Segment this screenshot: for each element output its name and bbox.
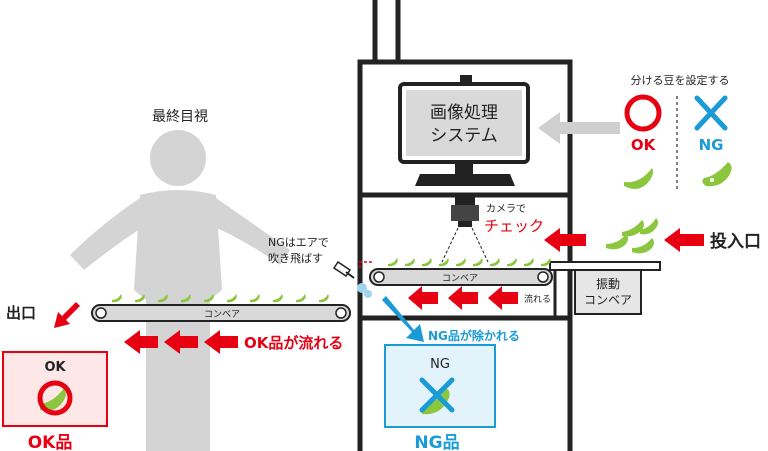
camera-label: カメラで: [486, 203, 526, 215]
ng-bean-icon: [702, 162, 732, 187]
lower-conveyor-label: コンベア: [204, 310, 240, 320]
ng-removed-label: NG品が除かれる: [428, 328, 520, 343]
air-direction-line: [359, 261, 372, 270]
image-system-line1: 画像処理: [430, 103, 498, 123]
flow-arrows-upper: [408, 286, 518, 310]
ng-air-line1: NGはエアで: [268, 236, 329, 249]
upper-conveyor-beans: [388, 258, 551, 267]
set-beans-label: 分ける豆を設定する: [631, 73, 730, 87]
ng-bin-label: NG: [430, 357, 450, 372]
upper-conveyor-label: コンベア: [442, 274, 478, 284]
camera-icon: [441, 197, 489, 263]
vibration-conveyor-line1: 振動: [596, 277, 620, 291]
ok-flow-label: OK品が流れる: [244, 334, 343, 352]
ok-setting-label: OK: [631, 136, 657, 154]
final-inspection-label: 最終目視: [152, 109, 208, 125]
ng-cross-icon: [694, 95, 728, 131]
ok-circle-icon: [624, 94, 662, 132]
output-label: 出口: [6, 304, 36, 322]
ok-flow-arrows: [124, 330, 238, 354]
ng-bin-cross-icon: [419, 377, 455, 413]
ok-bin-bean: [40, 388, 66, 411]
upper-conveyor: [369, 268, 553, 286]
vibration-conveyor-line2: コンベア: [584, 293, 632, 307]
ok-bean-icon: [624, 168, 654, 189]
exit-arrow: [54, 302, 80, 328]
input-arrows: [544, 228, 704, 252]
monitor: [398, 75, 530, 186]
ok-bin-circle-icon: [37, 380, 73, 416]
flows-label: 流れる: [524, 293, 551, 305]
input-label: 投入口: [710, 231, 761, 252]
ok-goods-label: OK品: [28, 433, 73, 451]
ng-setting-label: NG: [699, 136, 724, 154]
lower-conveyor-beans: [112, 294, 329, 303]
image-system-line2: システム: [430, 126, 498, 146]
ng-air-line2: 吹き飛ばす: [268, 252, 323, 265]
lower-conveyor: [91, 304, 351, 322]
input-beans: [606, 218, 658, 254]
air-nozzle-icon: [332, 260, 372, 298]
ng-goods-label: NG品: [414, 433, 459, 451]
ng-removal-arrow: [382, 296, 424, 342]
ok-bin-label: OK: [44, 360, 66, 375]
ng-bin: [384, 344, 496, 428]
settings-arrow: [538, 112, 620, 144]
vibration-conveyor: [549, 261, 661, 315]
check-label: チェック: [484, 217, 544, 235]
